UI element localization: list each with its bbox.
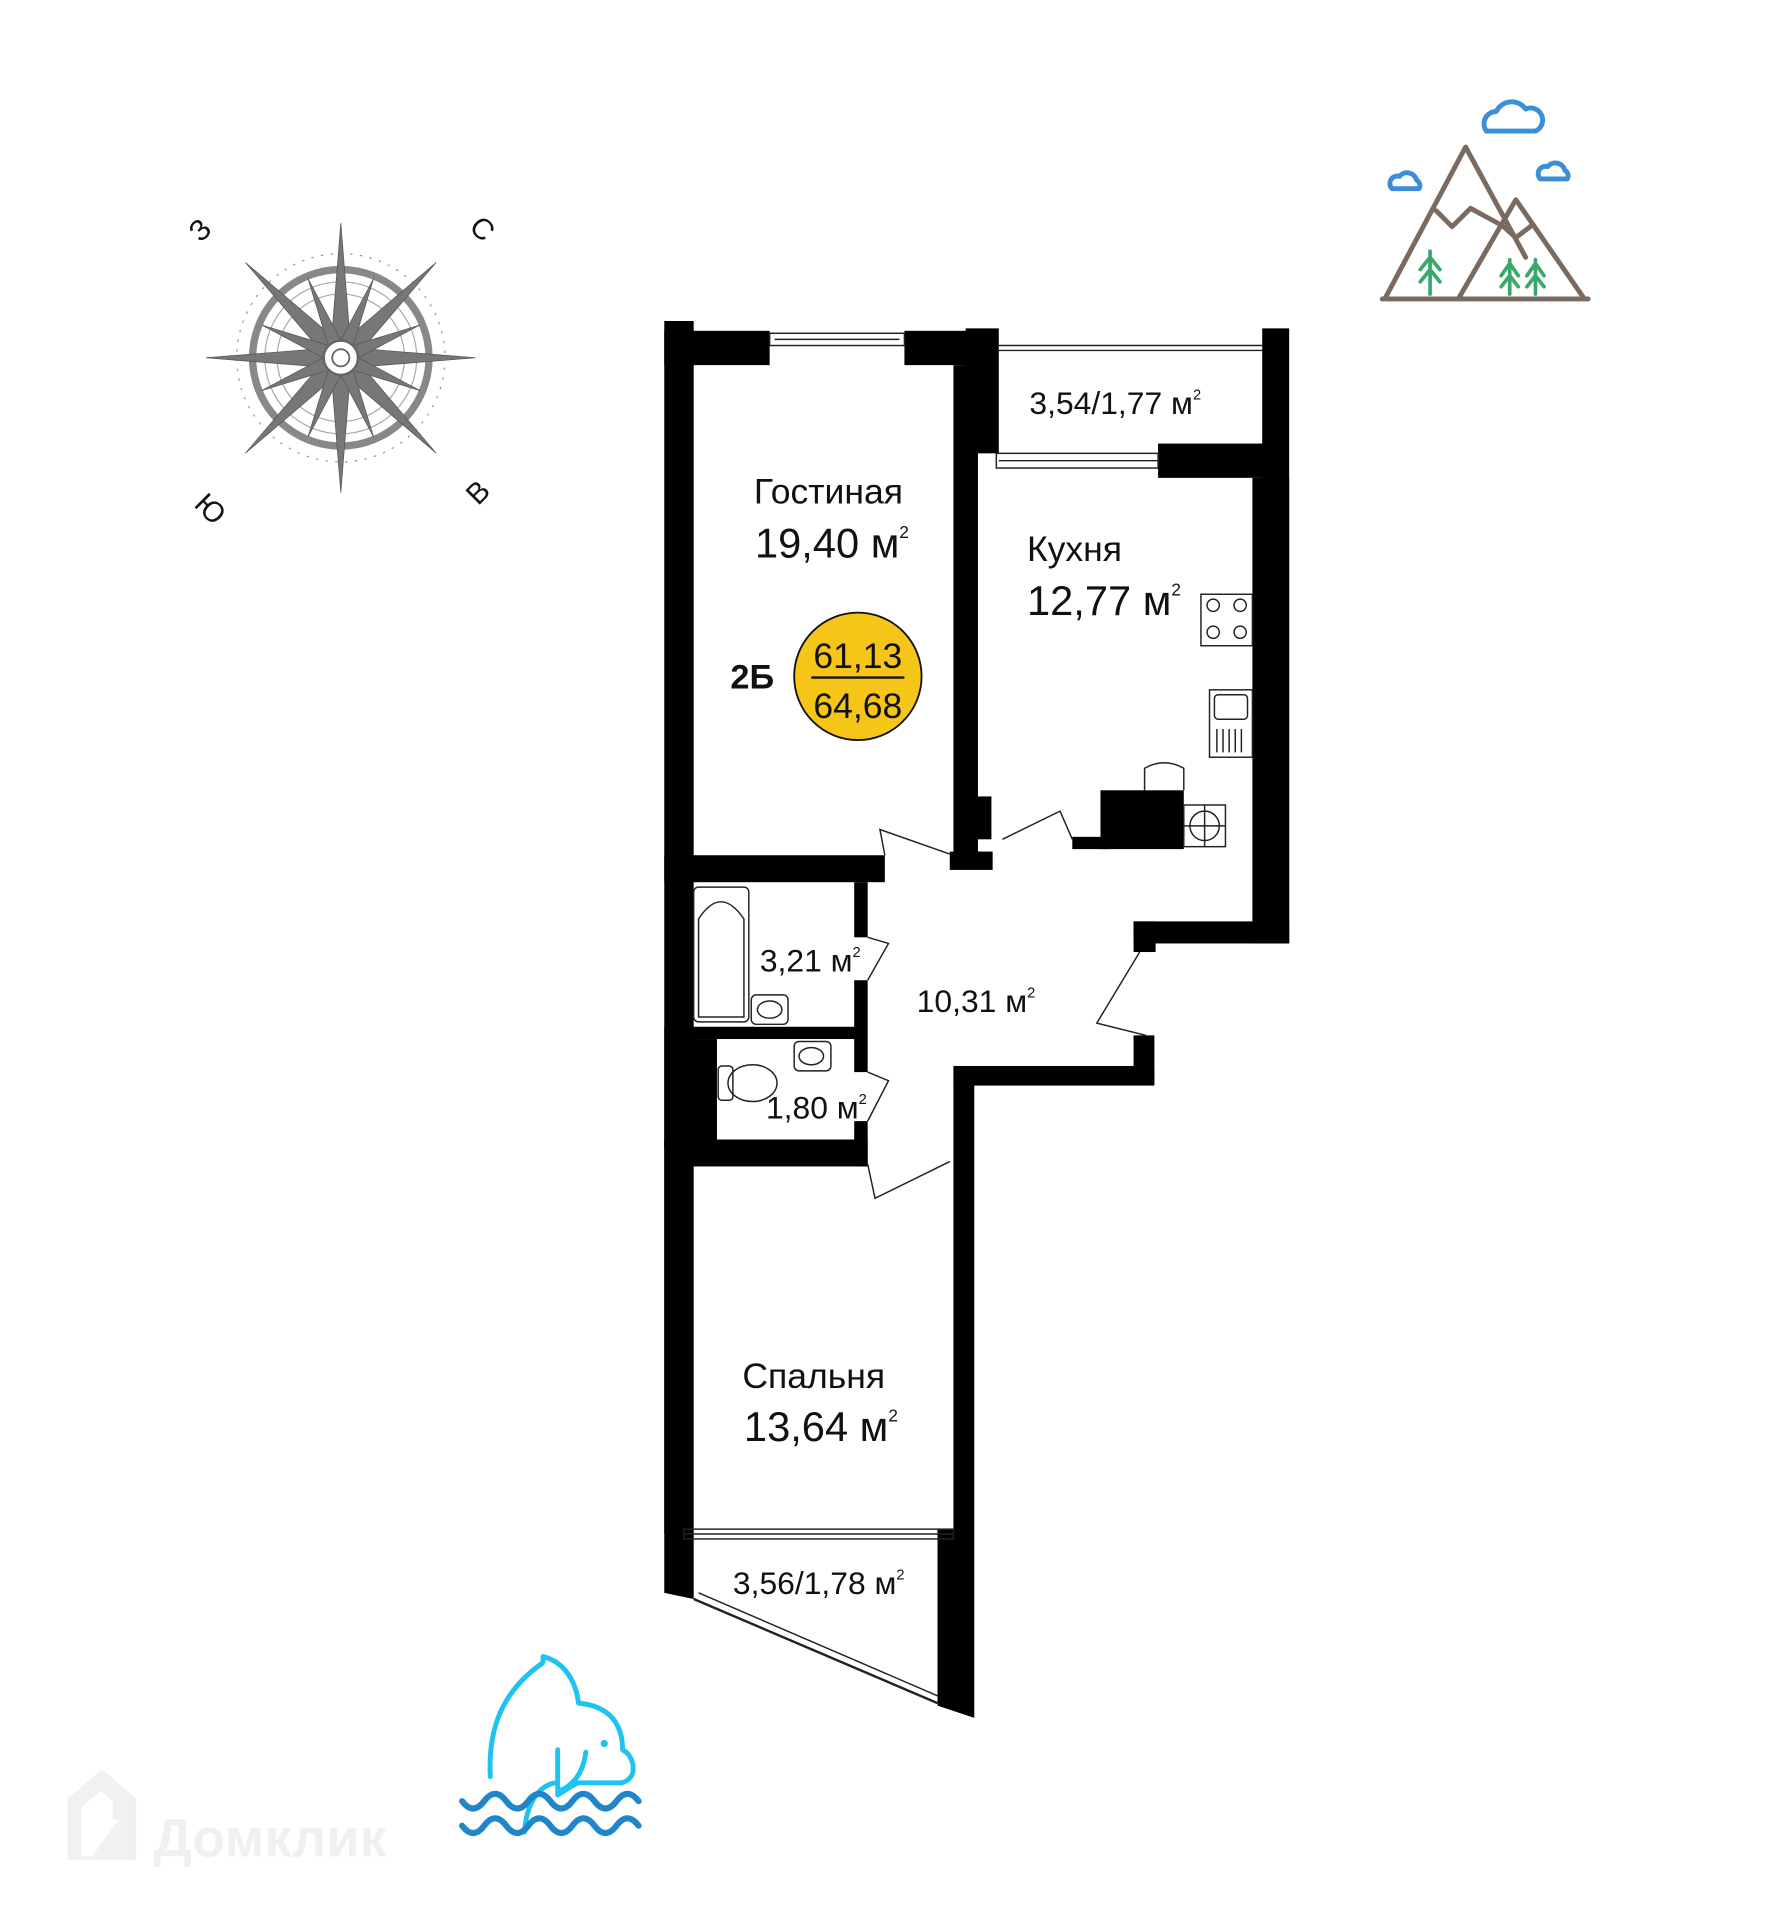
compass-north: С: [463, 210, 501, 248]
room-bedroom: Спальня 13,64 м2: [742, 1356, 897, 1450]
dolphin-icon: [459, 1654, 642, 1837]
watermark-text: Домклик: [153, 1808, 386, 1868]
domclick-watermark: Домклик: [67, 1769, 387, 1868]
fixtures: [692, 593, 1254, 1103]
room-kitchen: Кухня 12,77 м2: [1027, 529, 1181, 624]
total-area: 64,68: [813, 686, 902, 726]
room-area: 1,80 м2: [766, 1090, 867, 1126]
balcony-bottom: 3,56/1,78 м2: [733, 1565, 905, 1601]
walls: [664, 321, 1290, 1718]
balcony-top: 3,54/1,77 м2: [1029, 385, 1201, 421]
compass-east: В: [460, 474, 497, 511]
room-toilet: 1,80 м2: [766, 1090, 867, 1126]
room-name: Спальня: [742, 1356, 885, 1396]
mountains-icon: [1379, 99, 1591, 302]
room-bathroom: 3,21 м2: [760, 943, 861, 979]
room-name: Гостиная: [754, 472, 903, 512]
room-hall: 10,31 м2: [917, 983, 1036, 1019]
living-area: 61,13: [813, 636, 902, 676]
room-area: 10,31 м2: [917, 983, 1036, 1019]
windows: [683, 332, 1263, 1705]
room-area: 12,77 м2: [1027, 577, 1181, 624]
room-living: Гостиная 19,40 м2: [754, 472, 909, 567]
room-area: 19,40 м2: [755, 519, 909, 566]
area-badge: 61,13 64,68: [793, 611, 923, 741]
compass-rose-icon: С З Ю В: [182, 210, 501, 532]
doors: [866, 810, 1146, 1200]
balcony-area: 3,54/1,77 м2: [1029, 385, 1201, 421]
apartment-type: 2Б: [730, 659, 774, 697]
compass-west: З: [182, 212, 218, 248]
balcony-area: 3,56/1,78 м2: [733, 1565, 905, 1601]
room-area: 3,21 м2: [760, 943, 861, 979]
room-area: 13,64 м2: [744, 1403, 898, 1450]
compass-south: Ю: [188, 487, 232, 531]
room-name: Кухня: [1027, 529, 1122, 569]
